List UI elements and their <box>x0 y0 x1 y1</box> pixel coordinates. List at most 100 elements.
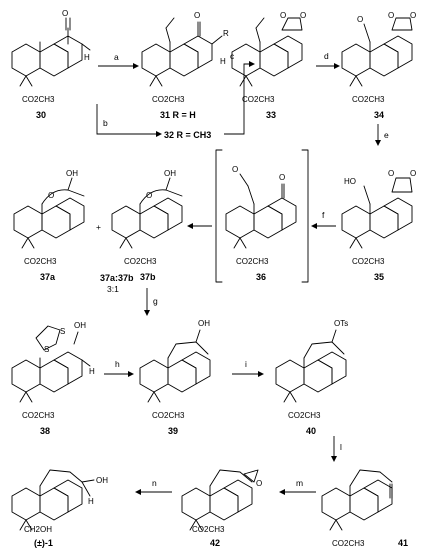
compound-34: O O O CO2CH3 34 <box>341 11 416 120</box>
ester-label: CO2CH3 <box>22 411 55 420</box>
ester-label: CO2CH3 <box>152 411 185 420</box>
svg-text:S: S <box>60 327 65 336</box>
svg-text:g: g <box>153 296 158 306</box>
ester-label: CO2CH3 <box>242 95 275 104</box>
compound-39: OH CO2CH3 39 <box>139 319 211 436</box>
compound-32-caption: 32 R = CH3 <box>164 130 211 140</box>
ester-label: CO2CH3 <box>24 257 57 266</box>
ketone-o-label: O <box>62 9 68 18</box>
arrow-n: n <box>135 478 172 495</box>
svg-text:b: b <box>103 118 108 128</box>
ester-label: CO2CH3 <box>124 257 157 266</box>
ch2oh-label: CH2OH <box>24 525 52 534</box>
arrow-c: c <box>224 51 255 135</box>
arrow-i: i <box>232 359 264 377</box>
svg-text:O: O <box>300 11 306 20</box>
svg-text:O: O <box>388 169 394 178</box>
arrow-d: d <box>316 51 340 69</box>
svg-text:a: a <box>114 52 119 62</box>
ester-label: CO2CH3 <box>332 539 365 548</box>
svg-text:O: O <box>410 169 416 178</box>
compound-38: S S OH H CO2CH3 38 <box>11 321 95 436</box>
svg-text:e: e <box>384 130 389 140</box>
ester-label: CO2CH3 <box>352 95 385 104</box>
svg-text:O: O <box>388 11 394 20</box>
svg-text:O: O <box>410 11 416 20</box>
arrow-m: m <box>279 478 316 495</box>
compound-number: 33 <box>266 110 276 120</box>
ester-label: CO2CH3 <box>22 95 55 104</box>
compound-37b: O OH CO2CH3 37b <box>111 169 183 282</box>
compound-number: 38 <box>40 426 50 436</box>
compound-number: 37a <box>40 272 56 282</box>
compound-42: O CO2CH3 42 <box>181 469 262 548</box>
arrow-a: a <box>98 52 139 69</box>
compound-number: 34 <box>374 110 384 120</box>
svg-text:n: n <box>152 478 157 488</box>
compound-number: 30 <box>36 110 46 120</box>
svg-text:H: H <box>88 497 94 506</box>
svg-text:i: i <box>245 359 247 369</box>
h-label: H <box>84 53 90 62</box>
oh-label: OH <box>66 169 78 178</box>
svg-text:f: f <box>322 210 325 220</box>
compound-36: O O CO2CH3 36 <box>215 149 309 283</box>
svg-text:m: m <box>296 478 303 488</box>
ratio-value: 3:1 <box>107 284 119 294</box>
arrow-g: g <box>144 288 158 316</box>
oh-label: OH <box>74 321 86 330</box>
oh-label: OH <box>164 169 176 178</box>
compound-31: O R H CO2CH3 31 R = H <box>141 11 229 120</box>
arrow-b: b <box>96 104 162 137</box>
compound-number: (±)-1 <box>34 538 53 548</box>
compound-number: 36 <box>256 272 266 282</box>
ketone-o-label: O <box>279 173 285 182</box>
ester-label: CO2CH3 <box>236 257 269 266</box>
oh-label: OH <box>96 476 108 485</box>
svg-text:O: O <box>280 11 286 20</box>
ots-label: OTs <box>334 319 348 328</box>
ketone-o-label: O <box>194 11 200 20</box>
svg-text:l: l <box>340 442 342 452</box>
compound-number: 42 <box>210 538 220 548</box>
compound-number: 37b <box>140 272 156 282</box>
svg-text:O: O <box>146 191 152 200</box>
ester-label: CO2CH3 <box>152 95 185 104</box>
arrow-e: e <box>375 124 389 146</box>
plus-sign: + <box>96 222 101 232</box>
compound-30: H O CO2CH3 30 <box>11 9 91 120</box>
svg-text:d: d <box>324 51 329 61</box>
compound-number: 35 <box>374 272 384 282</box>
arrow-l: l <box>331 436 342 462</box>
compound-40: OTs CO2CH3 40 <box>275 319 348 436</box>
oh-label: OH <box>198 319 210 328</box>
aldehyde-o-label: O <box>357 15 363 24</box>
arrow-f: f <box>311 210 336 229</box>
compound-33: O O CO2CH3 33 <box>231 11 306 120</box>
compound-1: OH H CH2OH (±)-1 <box>11 469 108 548</box>
compound-35: HO O O CO2CH3 35 <box>341 169 416 282</box>
ratio-label: 37a:37b <box>100 273 134 283</box>
r-label: R <box>223 29 229 38</box>
ester-label: CO2CH3 <box>192 525 225 534</box>
compound-number: 39 <box>168 426 178 436</box>
ester-label: CO2CH3 <box>288 411 321 420</box>
svg-text:O: O <box>48 191 54 200</box>
svg-text:c: c <box>230 51 235 61</box>
svg-text:h: h <box>115 359 120 369</box>
oh-label: HO <box>344 177 356 186</box>
svg-text:H: H <box>89 367 95 376</box>
svg-text:S: S <box>44 345 49 354</box>
compound-caption: 31 R = H <box>160 110 196 120</box>
compound-37a: O OH CO2CH3 37a <box>13 169 85 282</box>
svg-text:H: H <box>220 57 226 66</box>
epoxide-o-label: O <box>256 479 262 488</box>
aldehyde-o-label: O <box>232 165 238 174</box>
arrow-h: h <box>104 359 134 377</box>
arrow-to-37b <box>187 223 212 229</box>
compound-number: 40 <box>306 426 316 436</box>
compound-41: CO2CH3 41 <box>321 469 408 548</box>
ester-label: CO2CH3 <box>352 257 385 266</box>
compound-number: 41 <box>398 538 408 548</box>
